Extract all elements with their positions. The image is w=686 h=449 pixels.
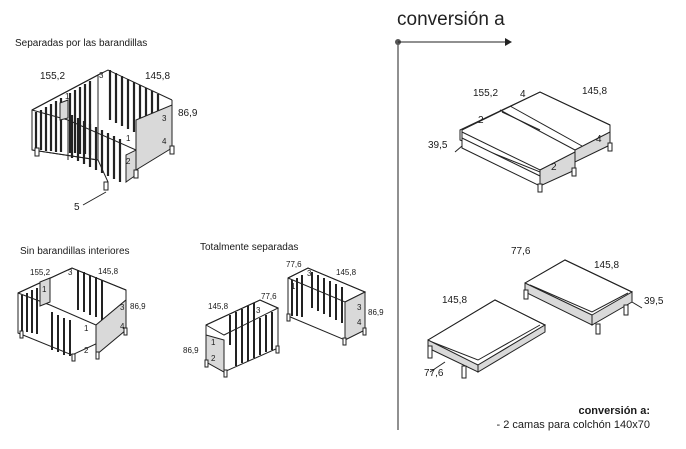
dim-86-9: 86,9 bbox=[130, 302, 146, 311]
dim-155-2: 155,2 bbox=[30, 268, 51, 277]
part-1: 1 bbox=[42, 285, 47, 294]
dim-39-5: 39,5 bbox=[428, 140, 448, 151]
crib-separadas bbox=[31, 69, 175, 206]
part-1: 1 bbox=[126, 134, 131, 143]
dim-155-2: 155,2 bbox=[473, 88, 499, 99]
dim-145-8: 145,8 bbox=[145, 71, 171, 82]
label-totalmente: Totalmente separadas bbox=[200, 242, 299, 253]
dim-145-8: 145,8 bbox=[442, 295, 468, 306]
dim-77-6: 77,6 bbox=[286, 260, 302, 269]
crib-back-separada bbox=[286, 267, 367, 346]
dim-86-9: 86,9 bbox=[368, 308, 384, 317]
part-3: 3 bbox=[99, 71, 104, 80]
bed-right-separate bbox=[523, 259, 643, 335]
part-4: 4 bbox=[596, 134, 602, 145]
footer-description: - 2 camas para colchón 140x70 bbox=[496, 419, 650, 431]
part-1: 1 bbox=[65, 92, 70, 101]
part-2: 2 bbox=[126, 157, 131, 166]
part-4: 4 bbox=[357, 318, 362, 327]
part-2: 2 bbox=[211, 354, 216, 363]
part-2: 2 bbox=[478, 115, 484, 126]
dim-77-6: 77,6 bbox=[424, 368, 444, 379]
part-3: 3 bbox=[68, 268, 73, 277]
dim-39-5: 39,5 bbox=[644, 296, 664, 307]
label-separadas: Separadas por las barandillas bbox=[15, 38, 148, 49]
part-4: 4 bbox=[162, 137, 167, 146]
dim-155-2: 155,2 bbox=[40, 71, 66, 82]
part-3: 3 bbox=[307, 269, 312, 278]
part-1: 1 bbox=[211, 338, 216, 347]
part-3: 3 bbox=[162, 114, 167, 123]
part-1: 1 bbox=[84, 324, 89, 333]
part-2: 2 bbox=[551, 162, 557, 173]
arrow-head bbox=[505, 38, 512, 46]
dim-77-6: 77,6 bbox=[511, 246, 531, 257]
dim-5: 5 bbox=[74, 202, 80, 213]
dim-145-8: 145,8 bbox=[594, 260, 620, 271]
bed-conversion-joined bbox=[454, 91, 613, 193]
part-2: 2 bbox=[84, 346, 89, 355]
part-3: 3 bbox=[256, 306, 261, 315]
dim-145-8: 145,8 bbox=[336, 268, 357, 277]
footer-title: conversión a: bbox=[578, 405, 650, 417]
dim-145-8: 145,8 bbox=[582, 86, 608, 97]
part-4: 4 bbox=[520, 89, 526, 100]
dim-86-9: 86,9 bbox=[178, 108, 198, 119]
dim-145-8: 145,8 bbox=[208, 302, 229, 311]
part-4: 4 bbox=[120, 322, 125, 331]
part-1: 1 bbox=[291, 282, 296, 291]
part-3: 3 bbox=[120, 303, 125, 312]
dim-145-8: 145,8 bbox=[98, 267, 119, 276]
crib-front-separada bbox=[204, 299, 280, 378]
dim-86-9: 86,9 bbox=[183, 346, 199, 355]
conversion-heading: conversión a bbox=[397, 9, 505, 30]
dim-77-6: 77,6 bbox=[261, 292, 277, 301]
crib-sin-interiores bbox=[17, 267, 128, 362]
bed-left-separate bbox=[427, 299, 547, 379]
label-sin-interiores: Sin barandillas interiores bbox=[20, 246, 130, 257]
part-3: 3 bbox=[357, 303, 362, 312]
